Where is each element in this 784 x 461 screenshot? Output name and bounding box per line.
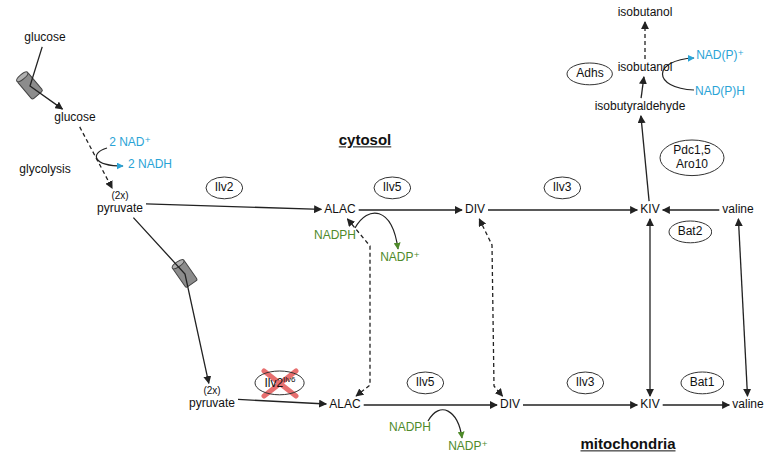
process-label: glycolysis <box>19 163 70 177</box>
reaction-arrow <box>30 47 63 109</box>
enzyme-name: Ilv5 <box>383 181 402 195</box>
enzyme-name: Ilv2 <box>215 181 234 195</box>
cofactor-arrow <box>428 410 462 438</box>
metabolite: KIV <box>637 201 662 219</box>
cofactor-label: NAD(P)H <box>695 85 745 99</box>
cofactor-arrow <box>355 213 398 249</box>
enzyme-oval: Ilv5 <box>406 371 445 395</box>
metabolite: (2x)pyruvate <box>186 383 238 412</box>
enzyme-name: Ilv5 <box>416 376 435 390</box>
compartment-outline <box>160 268 784 461</box>
enzyme-name: Bat2 <box>678 225 703 239</box>
knockout-cross <box>264 371 296 396</box>
metabolite-name: KIV <box>640 398 659 412</box>
reaction-arrow <box>663 404 730 405</box>
enzyme-name: Ilv2 <box>264 376 283 390</box>
compartment-label: mitochondria <box>580 435 675 452</box>
cofactor-label: NADP⁺ <box>380 251 420 265</box>
metabolite-name: glucose <box>54 111 95 125</box>
enzyme-oval: Ilv5 <box>373 176 412 200</box>
compartment-label: cytosol <box>339 131 392 148</box>
enzyme-oval: Adhs <box>566 62 613 86</box>
compartment: mitochondria (2x)pyruvate Ilv2Ilv6ALAC Ilv5… <box>160 268 784 461</box>
metabolite: isobutyraldehyde <box>592 98 689 116</box>
enzyme-oval: Ilv2 <box>205 176 244 200</box>
metabolite: isobutanol <box>615 4 676 22</box>
metabolite-name: (2x) <box>97 190 143 202</box>
metabolite-name: isobutanol <box>618 6 673 20</box>
reaction-arrow <box>479 219 502 396</box>
cofactor-label: NADP⁺ <box>448 440 488 454</box>
metabolite-name: (2x) <box>189 385 235 397</box>
reaction-arrow <box>133 218 208 384</box>
metabolite: DIV <box>462 201 488 219</box>
metabolite: (2x)pyruvate <box>94 188 146 217</box>
cofactor-arrow <box>96 148 123 166</box>
cofactor-label: 2 NADH <box>128 158 172 172</box>
metabolite-name: valine <box>732 398 763 412</box>
glucose-transporter <box>15 70 43 99</box>
reaction-arrow <box>347 219 370 396</box>
cofactor-label: 2 NAD⁺ <box>109 136 151 150</box>
enzyme-oval: Pdc1,5 Aro10 <box>659 139 725 177</box>
reaction-arrow <box>641 116 649 201</box>
metabolite-name: pyruvate <box>97 202 143 216</box>
metabolite-name: ALAC <box>329 398 360 412</box>
enzyme-oval: Bat1 <box>680 371 725 395</box>
reaction-arrow <box>644 22 645 59</box>
metabolite: ALAC <box>326 396 363 414</box>
enzyme-oval: Ilv3 <box>566 371 605 395</box>
metabolite-name: DIV <box>500 398 520 412</box>
metabolite: DIV <box>497 396 523 414</box>
cofactor-label: NADPH <box>389 421 431 435</box>
enzyme-oval: Bat2 <box>668 220 713 244</box>
cofactor-label: NADPH <box>314 229 356 243</box>
reaction-arrow <box>359 209 462 210</box>
enzyme-name: Ilv3 <box>553 181 572 195</box>
metabolite-name: valine <box>722 203 753 217</box>
metabolite-name: ALAC <box>324 203 355 217</box>
reaction-arrow <box>80 127 113 188</box>
reaction-arrow <box>364 404 497 405</box>
metabolite: glucose <box>21 29 68 47</box>
enzyme-oval: Ilv3 <box>543 176 582 200</box>
metabolite-name: DIV <box>465 203 485 217</box>
enzyme-name: Pdc1,5 Aro10 <box>669 144 715 172</box>
metabolite: valine <box>719 201 756 219</box>
metabolite-name: KIV <box>640 203 659 217</box>
enzyme-name: Ilv6 <box>283 375 295 384</box>
metabolite-name: pyruvate <box>189 397 235 411</box>
reaction-arrow <box>488 209 637 210</box>
cofactor-label: NAD(P)⁺ <box>696 49 744 63</box>
enzyme-oval: Ilv2Ilv6 <box>254 370 305 396</box>
reaction-arrow <box>649 219 650 396</box>
metabolite-name: isobutanol <box>618 61 673 75</box>
metabolite: KIV <box>637 396 662 414</box>
metabolite-name: glucose <box>24 31 65 45</box>
reaction-arrow <box>146 204 321 210</box>
metabolite: isobutanol <box>615 59 676 77</box>
enzyme-name: Adhs <box>576 67 603 81</box>
enzyme-name: Ilv3 <box>576 376 595 390</box>
reaction-arrow <box>523 404 637 405</box>
metabolite-name: isobutyraldehyde <box>595 100 686 114</box>
metabolite: valine <box>729 396 766 414</box>
reaction-arrow <box>663 209 720 210</box>
metabolite: ALAC <box>321 201 358 219</box>
reaction-arrow <box>238 399 326 404</box>
reaction-arrow <box>738 219 747 396</box>
enzyme-name: Bat1 <box>690 376 715 390</box>
metabolite: glucose <box>51 109 98 127</box>
reaction-arrow <box>641 77 644 98</box>
